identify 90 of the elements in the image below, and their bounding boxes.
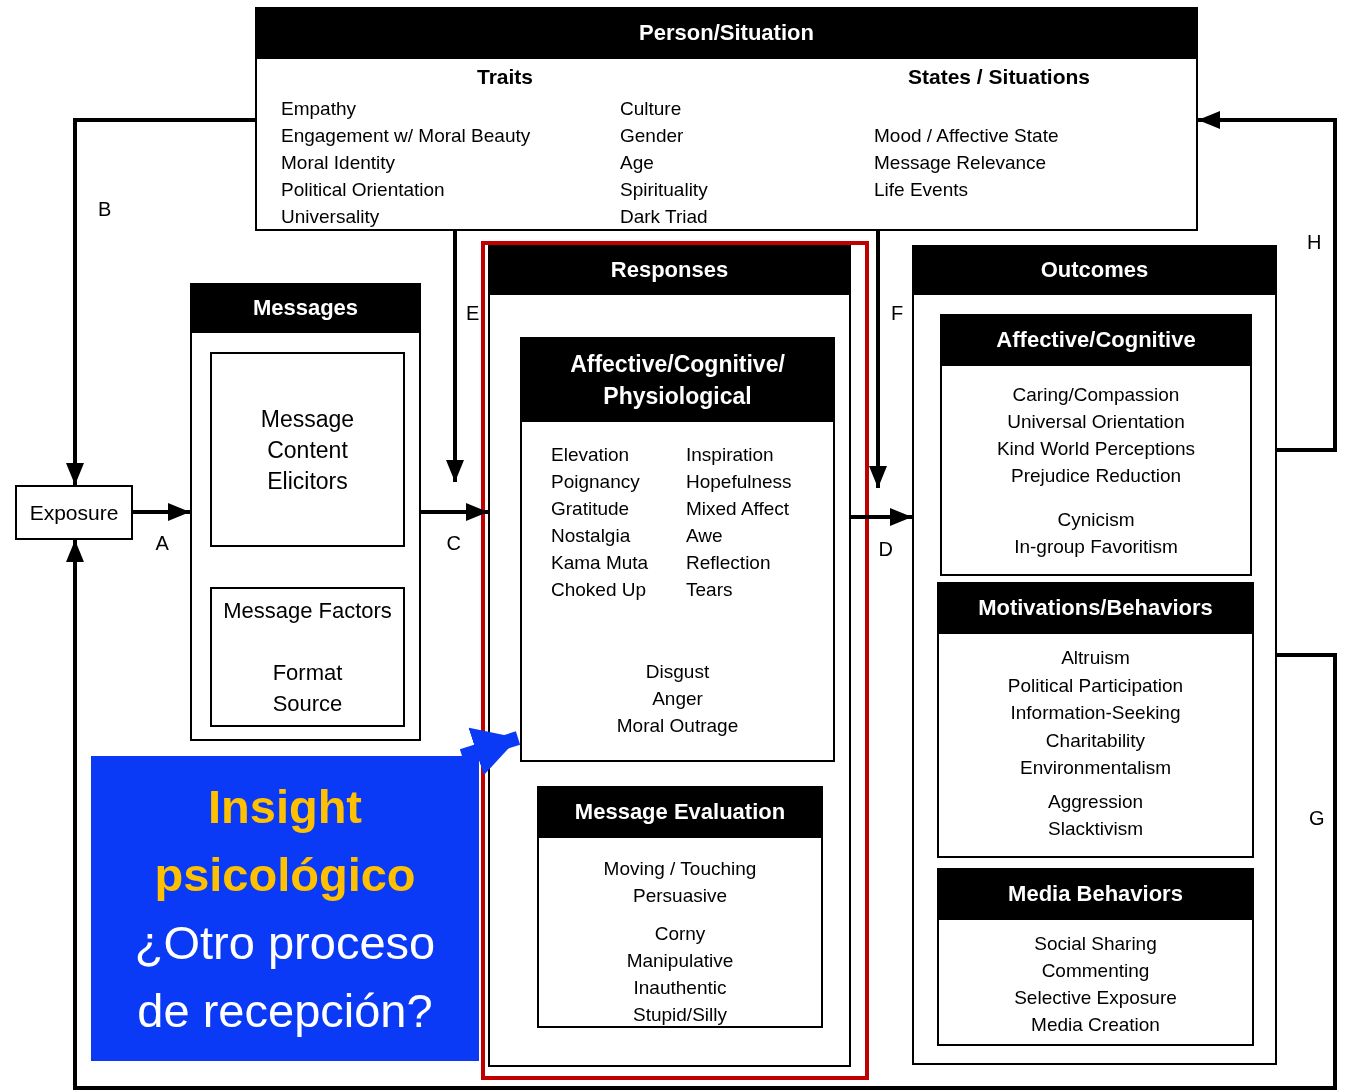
section-header: Messages (190, 283, 421, 333)
list-item: Hopefulness (686, 470, 792, 494)
affective-cognitive-box (940, 314, 1252, 576)
list-item: Kama Muta (551, 551, 649, 575)
arrow (421, 503, 488, 521)
list-item: Manipulative (626, 949, 734, 973)
list-item: Life Events (874, 178, 968, 202)
list-item: Persuasive (633, 884, 727, 908)
callout-box (91, 756, 479, 1061)
list-item: Moving / Touching (603, 857, 757, 881)
list-item: Empathy (281, 97, 356, 121)
list-item: Stupid/Silly (633, 1003, 727, 1027)
section-header: Person/Situation (255, 7, 1198, 59)
arrow (1198, 111, 1337, 452)
list-item: Caring/Compassion (1012, 383, 1180, 407)
list-item: Charitability (1045, 728, 1146, 753)
list-item: Elevation (551, 443, 630, 467)
list-item: Corny (654, 922, 706, 946)
list-item: In-group Favoritism (1014, 535, 1178, 559)
list-item: Poignancy (551, 470, 640, 494)
list-item: Engagement w/ Moral Beauty (281, 124, 531, 148)
section-header: Media Behaviors (937, 868, 1254, 920)
list-item: Slacktivism (1048, 817, 1143, 841)
section-header: Affective/Cognitive/ Physiological (520, 337, 835, 422)
list-item: Mixed Affect (686, 497, 790, 521)
arrow (66, 118, 255, 485)
column-heading: Traits (477, 64, 534, 90)
section-header: Affective/Cognitive (940, 314, 1252, 366)
list-item: Spirituality (620, 178, 708, 202)
list-item: Exposure (29, 500, 119, 526)
messages-box (190, 283, 421, 741)
media-behaviors-box (937, 868, 1254, 1046)
list-item: Political Participation (1007, 673, 1184, 698)
motivations-behaviors-box (937, 582, 1254, 858)
exposure-box (15, 485, 133, 540)
message-evaluation-box (537, 786, 823, 1028)
list-item: Disgust (645, 660, 710, 684)
arrow (446, 231, 464, 482)
message-factors-box (210, 587, 405, 727)
list-item: Universality (281, 205, 380, 229)
list-item: Reflection (686, 551, 771, 575)
list-item: Nostalgia (551, 524, 631, 548)
list-item: Information-Seeking (1010, 701, 1181, 725)
list-item: Inspiration (686, 443, 774, 467)
list-item: Prejudice Reduction (1010, 464, 1181, 488)
list-item: Culture (620, 97, 682, 121)
list-item: Inauthentic (633, 976, 727, 1000)
list-item: Commenting (1041, 959, 1150, 983)
list-item: Tears (686, 578, 733, 602)
section-header: Responses (488, 245, 851, 295)
list-item: Gratitude (551, 497, 630, 521)
list-item: Altruism (1061, 646, 1130, 670)
box-label: Message Content Elicitors (259, 405, 356, 496)
message-content-box (210, 352, 405, 547)
arrow (851, 508, 912, 526)
list-item: Political Orientation (281, 178, 445, 202)
list-item: Message Factors (223, 597, 392, 625)
list-item: Gender (620, 124, 684, 148)
list-item: Selective Exposure (1014, 986, 1177, 1010)
list-item: Moral Identity (281, 151, 396, 175)
list-item: Kind World Perceptions (996, 437, 1196, 461)
list-item: Source (272, 690, 343, 718)
arrow (66, 540, 1337, 1090)
list-item: Choked Up (551, 578, 647, 602)
column-heading: States / Situations (908, 64, 1091, 90)
section-header: Message Evaluation (537, 786, 823, 838)
list-item: Cynicism (1057, 508, 1135, 532)
list-item: Environmentalism (1020, 756, 1171, 780)
person-situation-box (255, 7, 1198, 231)
callout-heading: Insight psicológico (153, 778, 417, 903)
list-item: Media Creation (1031, 1013, 1160, 1037)
list-item: Awe (686, 524, 723, 548)
arrow (133, 503, 190, 521)
section-header: Outcomes (912, 245, 1277, 295)
list-item: Aggression (1047, 790, 1144, 814)
affective-cognitive-physiological-box (520, 337, 835, 762)
list-item: Anger (652, 687, 703, 711)
section-header: Motivations/Behaviors (937, 582, 1254, 634)
list-item: Moral Outrage (616, 714, 739, 738)
arrow (459, 727, 521, 776)
list-item: Message Relevance (874, 151, 1047, 175)
outcomes-box (912, 245, 1277, 1065)
list-item: Dark Triad (620, 205, 708, 229)
list-item: Mood / Affective State (874, 124, 1059, 148)
list-item: Format (272, 659, 343, 687)
callout-question: ¿Otro proceso de recepción? (133, 914, 437, 1039)
list-item: Age (620, 151, 654, 175)
list-item: Social Sharing (1034, 932, 1157, 956)
list-item: Universal Orientation (1007, 410, 1185, 434)
arrow (869, 231, 887, 488)
